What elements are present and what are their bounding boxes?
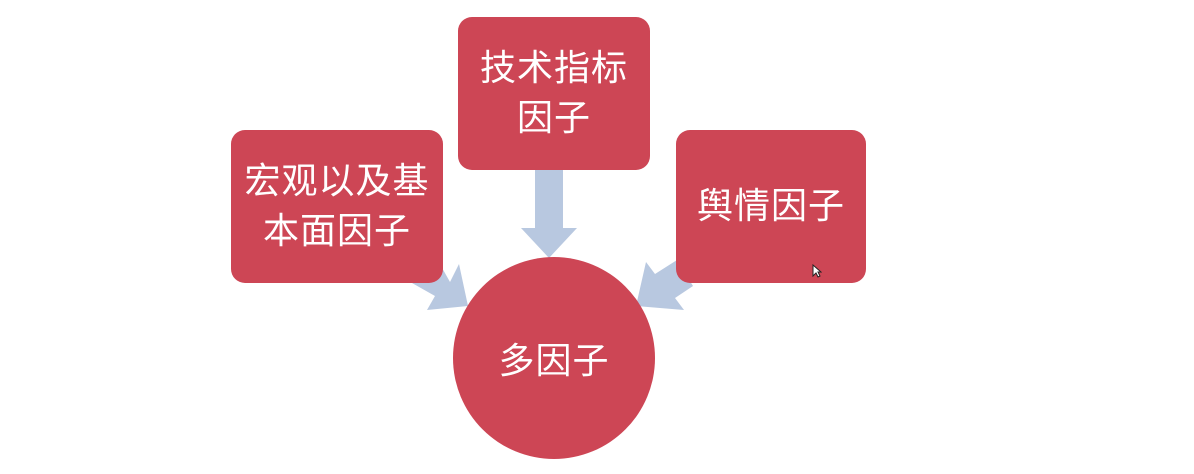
node-sentiment-label: 舆情因子 bbox=[696, 185, 845, 227]
node-technical-factor: 技术指标 因子 bbox=[458, 17, 650, 170]
node-center-label: 多因子 bbox=[498, 341, 610, 382]
node-technical-label-line2: 因子 bbox=[516, 97, 591, 139]
mouse-pointer-icon bbox=[812, 264, 822, 278]
node-macro-label-line1: 宏观以及基 bbox=[244, 160, 430, 202]
node-multi-factor-center: 多因子 bbox=[453, 257, 655, 459]
node-macro-label-line2: 本面因子 bbox=[262, 210, 411, 252]
node-technical-label: 技术指标 因子 bbox=[480, 44, 628, 144]
node-technical-label-line1: 技术指标 bbox=[479, 47, 628, 89]
node-macro-label: 宏观以及基 本面因子 bbox=[244, 157, 429, 257]
node-sentiment-factor: 舆情因子 bbox=[676, 130, 866, 283]
arrow-technical-to-center bbox=[521, 168, 577, 258]
node-macro-fundamental-factor: 宏观以及基 本面因子 bbox=[231, 130, 443, 283]
